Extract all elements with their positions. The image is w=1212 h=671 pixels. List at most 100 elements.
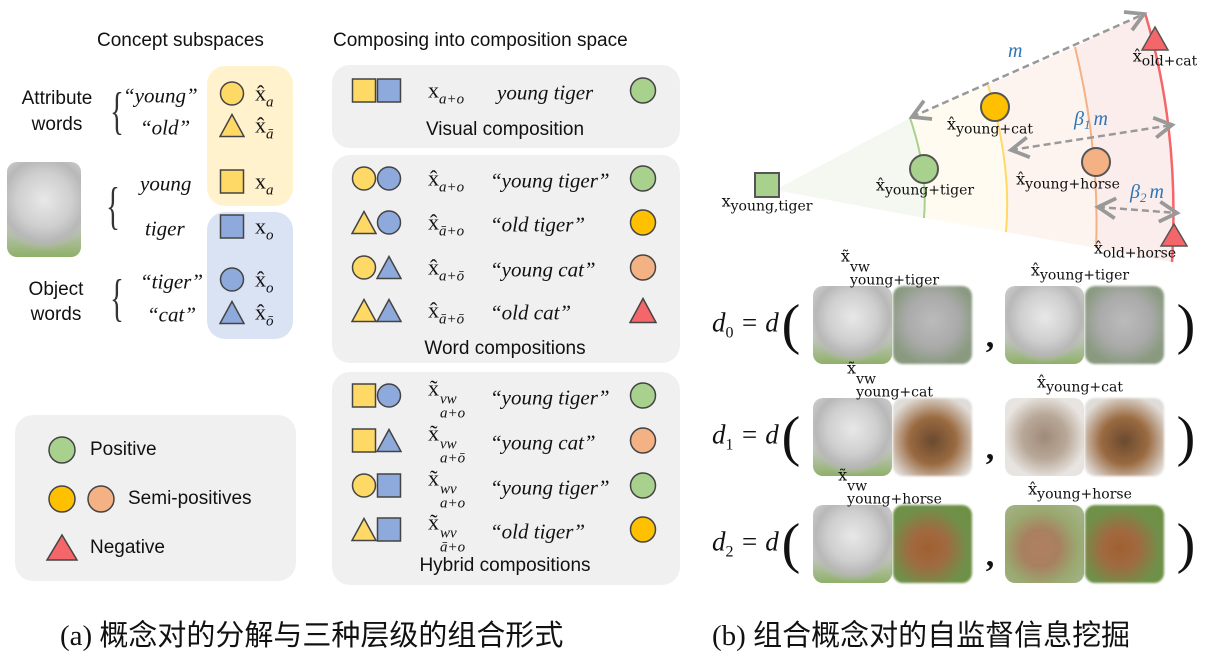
composition-text: “young tiger” <box>490 168 610 193</box>
composition-text: “young tiger” <box>490 475 610 500</box>
legend-negative: Negative <box>90 537 165 558</box>
legend-positive: Positive <box>90 439 157 460</box>
negative-triangle-icon <box>628 296 658 330</box>
positive-circle-icon <box>48 436 76 464</box>
object-label-2: words <box>30 304 82 325</box>
composition-symbol: x̂ā+ō <box>428 297 465 328</box>
circle-icon <box>351 166 377 197</box>
square-icon <box>351 428 377 459</box>
attribute-label-2: words <box>31 114 83 135</box>
triangle-icon <box>218 299 246 331</box>
circle-icon <box>219 267 245 298</box>
concept-word: “old” <box>140 115 191 140</box>
legend-marks <box>45 436 115 561</box>
composition-text: “old cat” <box>490 300 572 325</box>
cat-image <box>1005 398 1084 476</box>
semi_orange-circle-icon <box>629 427 657 460</box>
comma: , <box>985 318 995 355</box>
semi-orange-circle-icon <box>87 485 115 513</box>
composition-symbol: x̂a+o <box>428 165 465 196</box>
old-cat-point <box>1140 25 1170 51</box>
semi-gold-circle-icon <box>48 485 76 513</box>
open-paren: ( <box>781 406 801 468</box>
positive-circle-icon <box>629 77 657 110</box>
distance-label: d0 = d <box>712 307 779 342</box>
square-icon <box>376 473 402 504</box>
concept-symbol: x̂a <box>255 80 274 111</box>
semi_gold-circle-icon <box>629 516 657 549</box>
composition-symbol: xa+o <box>428 77 465 108</box>
compose-header: Composing into composition space <box>333 30 628 51</box>
circle-icon <box>351 473 377 504</box>
brace-icon: { <box>106 178 120 235</box>
point-label: x̂young+horse <box>1016 169 1120 193</box>
concept-symbol: xo <box>255 213 274 244</box>
brace-icon: { <box>110 270 124 327</box>
point-label: x̂young+cat <box>947 114 1033 138</box>
old-horse-point <box>1159 222 1189 247</box>
concept-word: young <box>140 171 192 196</box>
word-compositions-title: Word compositions <box>424 338 586 359</box>
margin-beta1-arrow <box>1007 116 1176 159</box>
margin-m-label: m <box>1008 40 1022 62</box>
square-icon <box>376 78 402 109</box>
caption-a: (a) 概念对的分解与三种层级的组合形式 <box>60 620 564 652</box>
concept-symbol: x̂ā <box>255 112 274 143</box>
concept-word: “young” <box>123 83 198 108</box>
fan-region-yellow <box>910 85 1008 232</box>
semi_orange-circle-icon <box>629 254 657 287</box>
circle-icon <box>376 210 402 241</box>
caption-b: (b) 组合概念对的自监督信息挖掘 <box>712 620 1131 652</box>
concept-subspaces-header: Concept subspaces <box>97 30 264 51</box>
composition-symbol: x̂a+ō <box>428 254 465 285</box>
positive-circle-icon <box>629 165 657 198</box>
tiger-image <box>813 505 892 583</box>
concept-symbol: xa <box>255 168 274 199</box>
triangle-icon <box>375 254 403 286</box>
triangle-icon <box>375 297 403 329</box>
young-cat-point <box>980 92 1010 122</box>
composition-symbol: x̂ā+o <box>428 209 465 240</box>
composition-text: “old tiger” <box>490 212 586 237</box>
close-paren: ) <box>1176 513 1196 575</box>
comma: , <box>985 430 995 467</box>
circle-icon <box>351 255 377 286</box>
attribute-label-1: Attribute <box>21 88 93 109</box>
triangle-icon <box>350 297 378 329</box>
open-paren: ( <box>781 513 801 575</box>
legend-semi: Semi-positives <box>128 488 252 509</box>
circle-icon <box>219 81 245 112</box>
tiger-image <box>7 162 81 257</box>
triangle-icon <box>375 427 403 459</box>
tiger-image <box>813 286 892 364</box>
object-label-1: Object <box>28 279 84 300</box>
comma: , <box>985 537 995 574</box>
composition-text: “old tiger” <box>490 519 586 544</box>
point-label: x̂old+horse <box>1093 238 1177 262</box>
anchor-square <box>754 172 780 198</box>
composition-text: “young cat” <box>490 430 596 455</box>
negative-triangle-icon <box>45 533 79 561</box>
point-label: x̂young+tiger <box>875 175 975 199</box>
young-tiger-point <box>909 154 939 184</box>
positive-circle-icon <box>629 382 657 415</box>
circle-icon <box>376 383 402 414</box>
fan-region-green <box>775 118 925 218</box>
margin-beta2-arrow <box>1094 196 1181 224</box>
distance-label: d1 = d <box>712 419 779 454</box>
horse-image <box>1005 505 1084 583</box>
brace-icon: { <box>110 83 124 140</box>
word-label: x̂young+tiger <box>1030 260 1130 284</box>
margin-m-arrow <box>908 10 1148 121</box>
circle-icon <box>376 166 402 197</box>
composition-text: “young tiger” <box>490 385 610 410</box>
